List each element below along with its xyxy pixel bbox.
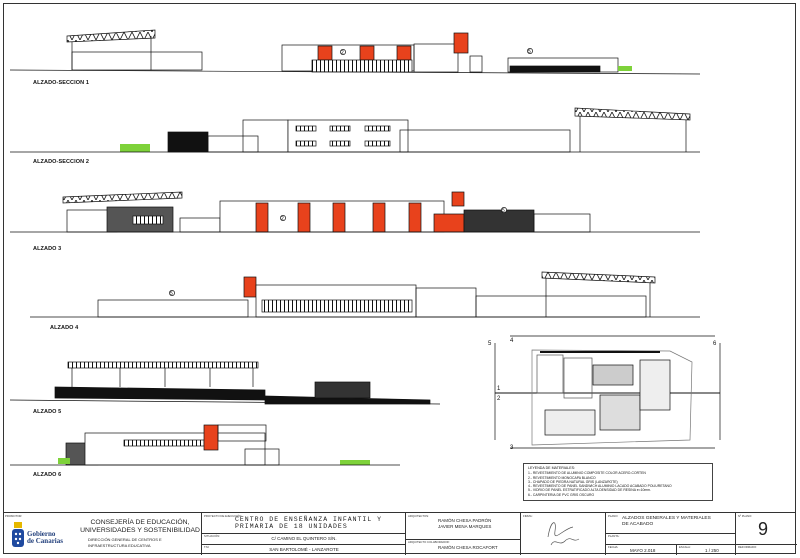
architect-name: JAVIER MENA MARQUES: [438, 524, 492, 529]
reformado-caption: REFORMADO:: [738, 545, 757, 549]
architect-name: RAMÓN CHESA PADRÓN: [438, 518, 492, 523]
materials-legend: LEYENDA DE MATERIALES: 1.- REVESTIMIENTO…: [523, 463, 713, 501]
consejeria-line: UNIVERSIDADES Y SOSTENIBILIDAD: [80, 527, 200, 534]
elevation-label: ALZADO 6: [33, 472, 62, 478]
project-caption: PROYECTO DE EJECUCIÓN:: [204, 514, 243, 518]
site-plan-section-marks: 1 2 3 4 5 6: [488, 338, 717, 451]
drawing-title-line: ALZADOS GENERALES Y MATERIALES: [622, 516, 711, 521]
promotor-caption: PROMOTOR:: [5, 514, 23, 518]
material-tag-5: 5: [528, 49, 531, 55]
legend-item: 1.- REVESTIMIENTO DE ALUMINIO COMPOSITE …: [528, 471, 646, 476]
escala-value: 1 / 250: [705, 548, 719, 553]
elevation-label: ALZADO-SECCION 1: [33, 80, 89, 86]
consejeria-line: CONSEJERÍA DE EDUCACIÓN,: [90, 519, 190, 526]
sheet-frame: [3, 3, 796, 554]
section-mark-1: 1: [497, 386, 501, 392]
colaborador-caption: ARQUITECTO COLABORADOR:: [408, 540, 450, 544]
canarias-coat-of-arms-icon: [12, 522, 24, 547]
title-block: PROMOTOR: Gobierno de Canarias CONSEJERÍ…: [3, 512, 797, 555]
situacion-caption: SITUACIÓN:: [204, 534, 221, 538]
elevation-5: [9, 361, 441, 405]
plano-caption: PLANO:: [608, 514, 619, 518]
signature-icon: [547, 522, 580, 546]
material-tag-2: 2: [341, 50, 344, 56]
section-mark-6: 6: [713, 341, 717, 347]
scale-cell: ESCALA: 1 / 250: [676, 544, 736, 555]
section-mark-3: 3: [510, 445, 514, 451]
elevation-6: [10, 424, 400, 466]
situacion-value: C/ CAMINO EL QUINTERO S/N.: [271, 536, 337, 541]
sheet-number-cell: Nº PLANO: 9 REFORMADO:: [735, 513, 797, 555]
project-title: CENTRO DE ENSEÑANZA INFANTIL Y PRIMARIA …: [235, 516, 383, 530]
legend-item: 4.- REVESTIMIENTO DE PANEL SANDWICH ALUM…: [528, 484, 672, 489]
signature-cell: FIRMA:: [520, 513, 605, 555]
promotor-cell: PROMOTOR: Gobierno de Canarias CONSEJERÍ…: [3, 513, 201, 555]
direccion-line: DIRECCIÓN GENERAL DE CENTROS E: [88, 537, 162, 542]
fecha-caption: FECHA:: [608, 545, 619, 549]
direccion-general: DIRECCIÓN GENERAL DE CENTROS E INFRAESTR…: [88, 537, 162, 549]
planta-caption: PLANTA:: [608, 534, 620, 538]
legend-title: LEYENDA DE MATERIALES:: [528, 466, 576, 470]
elevation-label: ALZADO 5: [33, 409, 62, 415]
project-title-line: CENTRO DE ENSEÑANZA INFANTIL Y: [235, 516, 383, 523]
elevation-3: [10, 191, 700, 233]
sheet-number-caption: Nº PLANO:: [738, 514, 753, 518]
elevation-label: ALZADO-SECCION 2: [33, 159, 89, 165]
legend-item: 5.- VIDRIO DE PANEL ESTRATIFICADO ALTA D…: [528, 488, 651, 493]
tm-value: SAN BARTOLOMÉ - LANZAROTE: [269, 547, 339, 552]
escala-caption: ESCALA:: [679, 545, 691, 549]
legend-item: 2.- REVESTIMIENTO MONOCAPA BLANCO: [528, 475, 596, 480]
consejeria-name: CONSEJERÍA DE EDUCACIÓN, UNIVERSIDADES Y…: [80, 519, 200, 535]
project-title-line: PRIMARIA DE 18 UNIDADES: [235, 522, 348, 530]
elevation-section-1: [9, 29, 701, 75]
section-mark-4: 4: [510, 338, 514, 344]
elevation-label: ALZADO 4: [50, 325, 79, 331]
section-mark-5: 5: [488, 341, 492, 347]
drawing-title: ALZADOS GENERALES Y MATERIALES DE ACABAD…: [622, 516, 711, 527]
site-plan: [494, 335, 721, 449]
legend-item: 3.- CHAPADO DE PIEDRA NATURAL GRIS (LANZ…: [528, 479, 618, 484]
material-tag-5: 5: [502, 208, 505, 214]
elevation-4: [30, 271, 700, 318]
drawing-title-line: DE ACABADO: [622, 521, 654, 527]
architects-caption: ARQUITECTOS:: [408, 514, 429, 518]
elevation-section-2: [10, 107, 700, 153]
section-mark-2: 2: [497, 396, 501, 402]
direccion-line: INFRAESTRUCTURA EDUCATIVA: [88, 543, 151, 548]
tm-caption: T.M:: [204, 545, 210, 549]
logo-text: Gobierno de Canarias: [27, 531, 63, 545]
drawing-title-cell: PLANO: ALZADOS GENERALES Y MATERIALES DE…: [605, 513, 736, 555]
architects-cell: ARQUITECTOS: RAMÓN CHESA PADRÓN JAVIER M…: [405, 513, 521, 555]
legend-item: 6.- CARPINTERIA DE PVC GRIS OSCURO: [528, 492, 595, 497]
colaborador-name: RAMÓN CHESA ROCAFORT: [438, 545, 498, 550]
sheet-number: 9: [758, 519, 769, 539]
logo-line: Gobierno: [27, 530, 56, 538]
logo-line: de Canarias: [27, 537, 63, 545]
elevation-label: ALZADO 3: [33, 246, 62, 252]
project-cell: PROYECTO DE EJECUCIÓN: CENTRO DE ENSEÑAN…: [201, 513, 406, 555]
material-tags: 2 5 2 5 5: [170, 49, 531, 297]
fecha-value: MAYO 2.018: [630, 548, 656, 553]
signature-caption: FIRMA:: [523, 514, 533, 518]
material-tag-2: 2: [281, 216, 284, 222]
architects-names: RAMÓN CHESA PADRÓN JAVIER MENA MARQUES: [438, 518, 491, 530]
material-tag-5: 5: [170, 291, 173, 297]
